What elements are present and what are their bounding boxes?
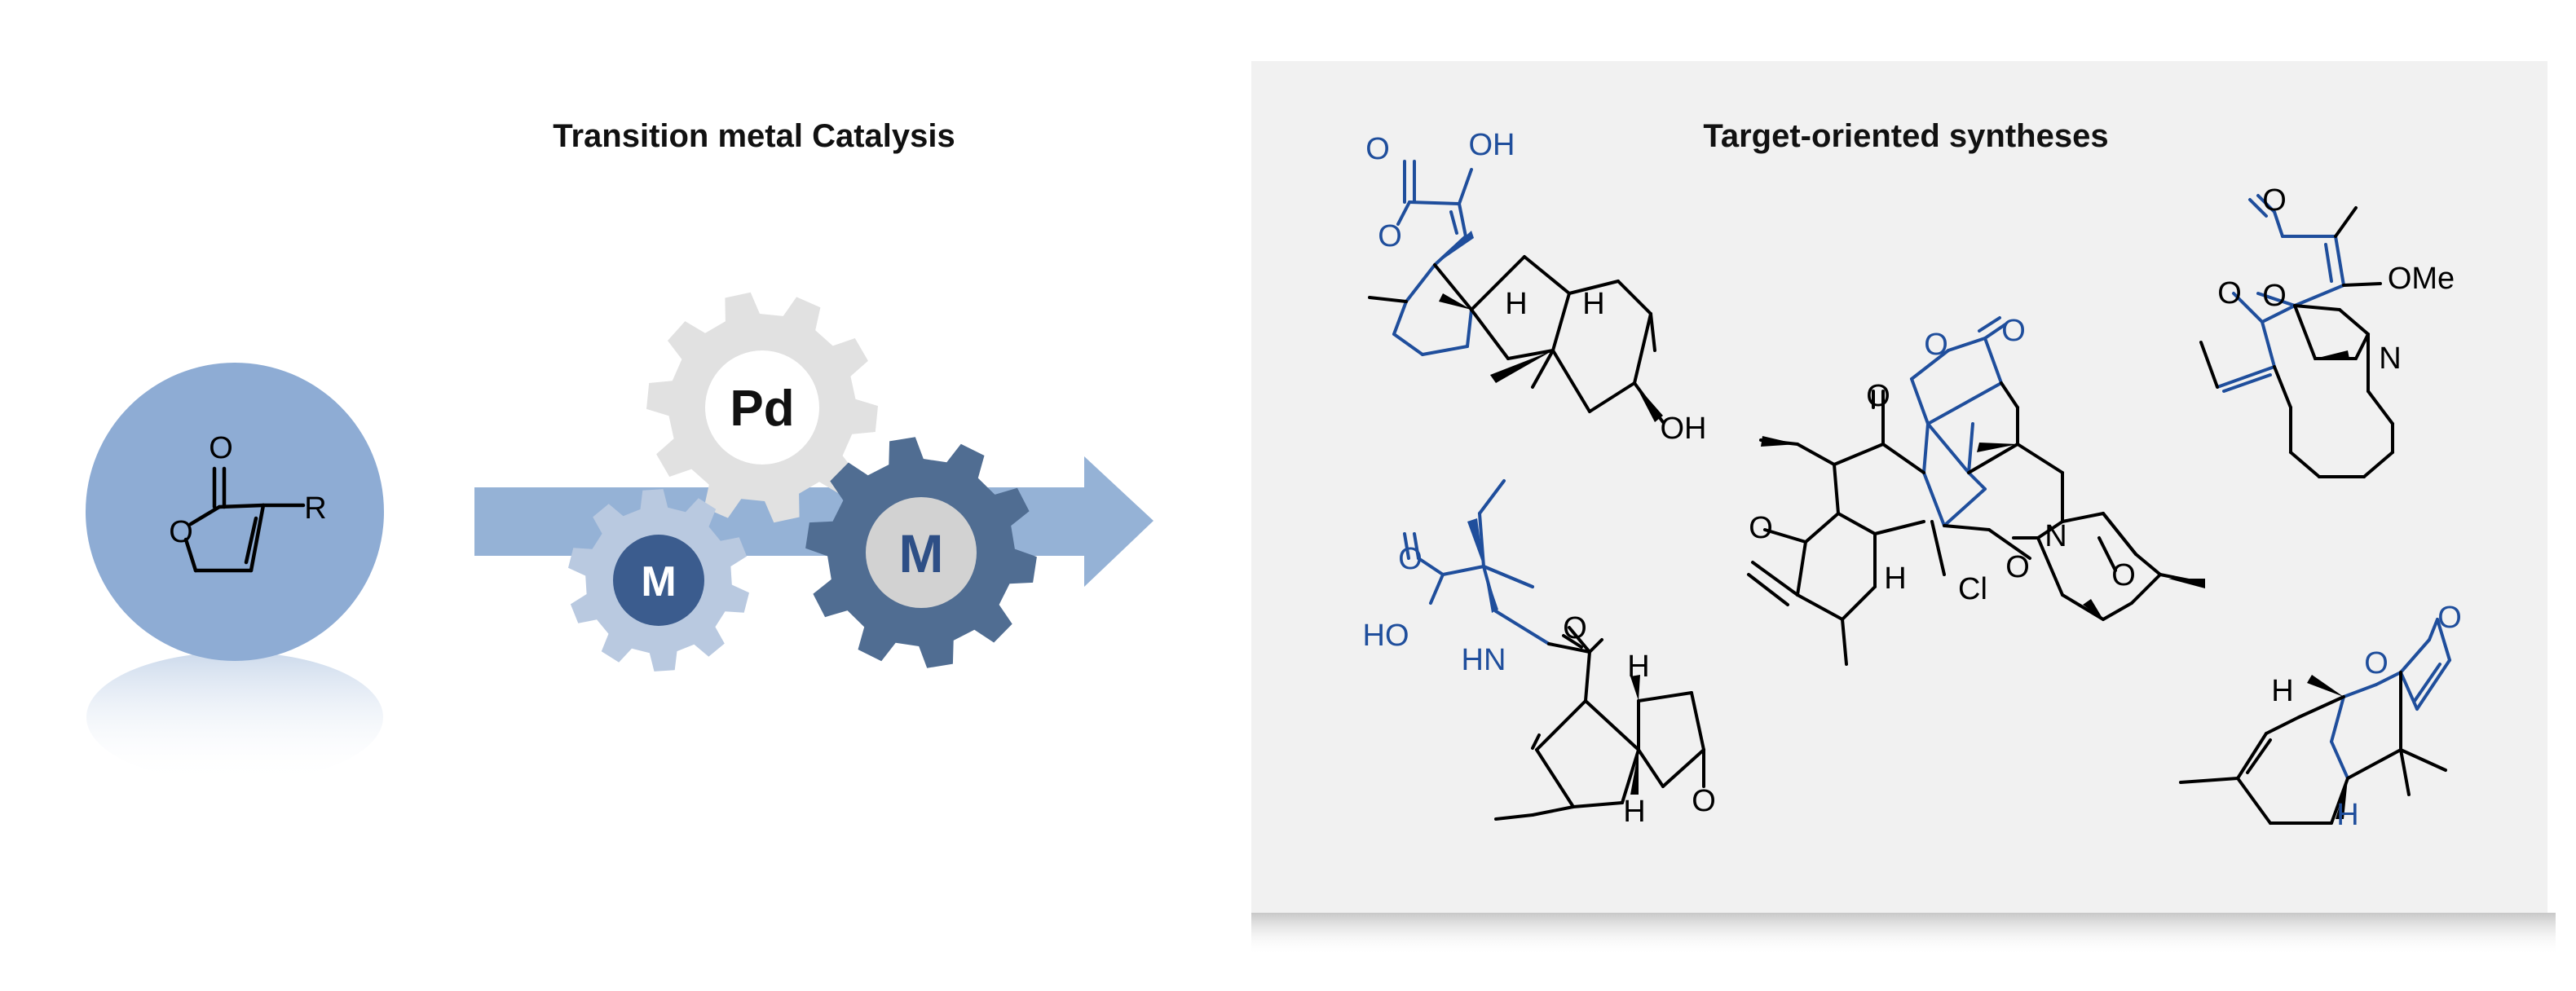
bottom-left-h2: H [1623,795,1645,829]
molecule-top-right: O O OMe O N [2199,183,2455,478]
catalysis-title: Transition metal Catalysis [553,118,955,154]
molecule-bottom-right: H O O H [2179,601,2462,832]
butenolide-circle: O O R [86,363,384,782]
small-gear-label: M [641,558,676,606]
center-ketone-o: O [1866,379,1890,413]
center-cl: Cl [1958,572,1987,606]
pd-gear-label: Pd [730,381,794,437]
top-left-oh: OH [1469,128,1515,162]
small-gear-hub [613,535,704,626]
molecule-center: O O O O H Cl O N O [1747,314,2205,666]
bottom-left-amide-o: O [1563,611,1587,645]
butenolide-r-group: R [304,491,326,526]
butenolide-carbonyl-o: O [209,431,233,465]
molecule-bottom-left: O HO HN O H H O [1363,479,1716,829]
syntheses-title: Target-oriented syntheses [1703,118,2108,154]
bottom-left-hn: HN [1462,643,1506,677]
top-right-ome: OMe [2388,262,2455,296]
bottom-right-h2: H [2336,798,2358,832]
large-gear-hub [866,497,977,608]
bottom-right-carbonyl-o: O [2437,601,2462,635]
top-left-ring-o: O [1378,219,1402,253]
molecule-top-left: OH O O H H OH [1365,128,1706,446]
circle-reflection [86,652,383,782]
bottom-right-h1: H [2271,674,2293,708]
top-right-n: N [2379,341,2401,376]
top-left-carbonyl-o: O [1365,132,1390,166]
top-right-carbonyl-o2: O [2217,276,2242,311]
center-carbonyl-o1: O [2001,314,2026,348]
top-left-oh2: OH [1661,412,1707,446]
bottom-left-h1: H [1627,650,1649,684]
bottom-left-carbonyl-o: O [1398,542,1423,576]
butenolide-ring-o: O [169,515,193,549]
center-n: N [2044,519,2067,553]
top-right-carbonyl-o1: O [2262,183,2287,218]
large-gear-label: M [899,523,944,584]
bottom-left-ketone-o: O [1692,784,1716,818]
pd-gear-hub [705,350,819,465]
top-left-h2: H [1582,287,1604,321]
top-right-ring-o: O [2262,279,2287,313]
target-panel [1251,61,2547,913]
center-h: H [1884,562,1906,596]
top-left-h1: H [1505,287,1527,321]
bottom-left-ho: HO [1363,619,1409,653]
center-ether-o: O [2005,550,2030,584]
circle-disc [86,363,384,661]
center-enone-o: O [1749,511,1773,545]
center-ring-o: O [1924,328,1948,362]
panel-shadow [1251,913,2556,955]
butenolide-structure [183,466,306,573]
bottom-right-ring-o: O [2364,646,2389,680]
center-bridge-o: O [2111,558,2136,592]
